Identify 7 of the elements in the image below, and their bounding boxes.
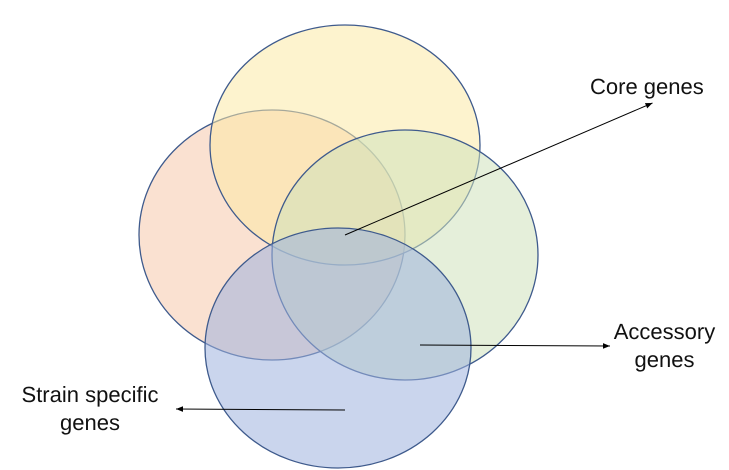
callout-label: Core genes — [590, 73, 715, 101]
leader-arrow — [344, 102, 653, 236]
leader-arrow — [420, 343, 610, 349]
leader-arrow — [176, 406, 346, 412]
venn-circle — [204, 227, 472, 469]
callout-label: Accessory genes — [612, 318, 717, 374]
callout-label: Strain specific genes — [6, 381, 174, 437]
